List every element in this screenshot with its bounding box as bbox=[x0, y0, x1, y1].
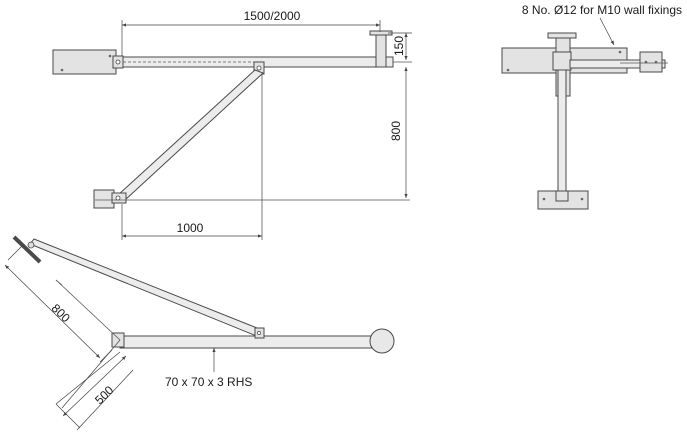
plan-view: 800 500 70 x 70 x 3 RHS bbox=[4, 235, 395, 431]
plan-main-arm bbox=[119, 335, 383, 349]
section-label: 70 x 70 x 3 RHS bbox=[165, 375, 252, 389]
diagonal-strut bbox=[117, 69, 264, 201]
side-vertical-member bbox=[557, 69, 567, 199]
dim-top-length: 1500/2000 bbox=[244, 9, 301, 23]
end-post bbox=[375, 33, 387, 68]
dim-height: 800 bbox=[389, 121, 403, 141]
fixings-note: 8 No. Ø12 for M10 wall fixings bbox=[522, 3, 682, 17]
plan-wall-plate bbox=[12, 235, 42, 264]
dim-top-depth: 150 bbox=[392, 36, 406, 56]
elevation-view: 1500/2000 150 800 1000 bbox=[52, 9, 412, 240]
top-wall-plate bbox=[52, 49, 117, 75]
bottom-wall-plate bbox=[93, 189, 115, 209]
side-view: 8 No. Ø12 for M10 wall fixings bbox=[501, 3, 682, 210]
dim-plan-short: 500 bbox=[92, 383, 116, 407]
plan-end-disc bbox=[369, 328, 395, 354]
dim-span: 1000 bbox=[177, 221, 204, 235]
dim-plan-diagonal: 800 bbox=[49, 301, 73, 325]
